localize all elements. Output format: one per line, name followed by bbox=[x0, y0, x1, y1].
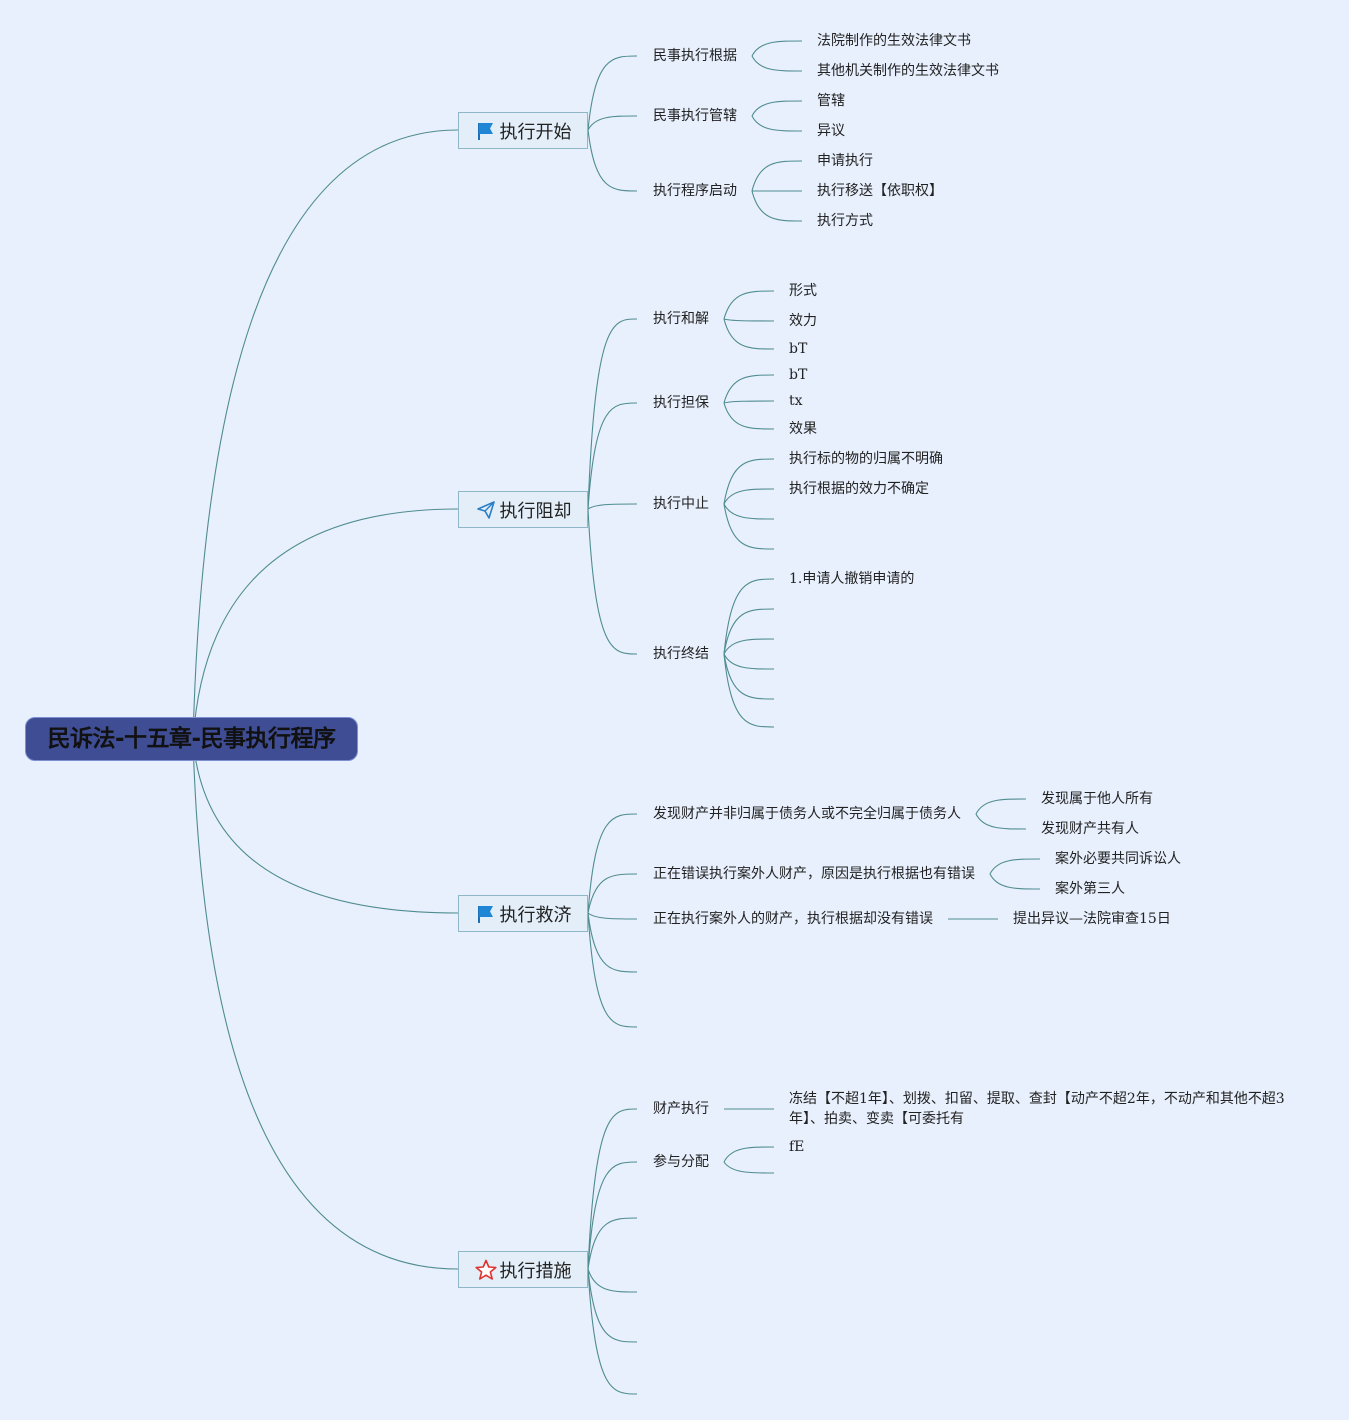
subtopic[interactable]: 1.申请人撤销申请的 bbox=[789, 571, 915, 587]
subtopic-connector bbox=[723, 608, 775, 655]
subtopic[interactable]: 形式 bbox=[789, 283, 817, 299]
subtopic-connector bbox=[751, 160, 803, 192]
subtopic[interactable]: 冻结【不超1年】、划拨、扣留、提取、查封【动产不超2年，不动产和其他不超3年】、… bbox=[789, 1091, 1285, 1127]
branch-execution-remedy[interactable]: 执行救济 bbox=[458, 895, 588, 932]
branch-label: 执行救济 bbox=[499, 904, 572, 926]
branch-execution-obstruction[interactable]: 执行阻却 bbox=[458, 491, 588, 528]
subtopic-connector bbox=[723, 400, 775, 404]
subtopic[interactable]: 提出异议—法院审查15日 bbox=[1013, 911, 1171, 927]
subtopic[interactable]: 管辖 bbox=[817, 93, 845, 109]
topic-settlement[interactable]: 执行和解 bbox=[653, 311, 709, 327]
topic-connector bbox=[587, 1217, 638, 1270]
paper-plane-icon bbox=[475, 499, 497, 521]
subtopic[interactable]: 效力 bbox=[789, 313, 817, 329]
subtopic[interactable]: 发现属于他人所有 bbox=[1041, 791, 1153, 807]
subtopic-connector bbox=[751, 55, 803, 72]
subtopic[interactable]: 发现财产共有人 bbox=[1041, 821, 1139, 837]
topic-connector bbox=[587, 912, 638, 920]
subtopic-connector bbox=[723, 318, 775, 350]
subtopic[interactable]: 案外必要共同诉讼人 bbox=[1055, 851, 1181, 867]
subtopic-connector bbox=[989, 873, 1041, 890]
topic-connector bbox=[587, 1268, 638, 1395]
subtopic[interactable]: 执行方式 bbox=[817, 213, 873, 229]
subtopic-connector bbox=[723, 653, 775, 728]
subtopic-connector bbox=[723, 1146, 775, 1163]
star-icon bbox=[474, 1259, 497, 1281]
subtopic[interactable]: 执行根据的效力不确定 bbox=[789, 481, 929, 497]
topic-connector bbox=[587, 55, 638, 131]
subtopic-connector bbox=[751, 190, 803, 222]
topic-wrongful-no-error[interactable]: 正在执行案外人的财产，执行根据却没有错误 bbox=[653, 911, 933, 927]
subtopic-connector bbox=[975, 798, 1027, 815]
subtopic-connector bbox=[723, 402, 775, 430]
subtopic-connector bbox=[723, 1161, 775, 1174]
branch-label: 执行措施 bbox=[499, 1260, 572, 1282]
topic-connector bbox=[587, 503, 638, 510]
subtopic-connector bbox=[975, 813, 1027, 830]
subtopic-connector bbox=[723, 578, 775, 655]
flag-icon bbox=[475, 120, 497, 142]
topic-property-execution[interactable]: 财产执行 bbox=[653, 1101, 709, 1117]
branch-execution-start[interactable]: 执行开始 bbox=[458, 112, 588, 149]
topic-connector bbox=[587, 115, 638, 131]
topic-connector bbox=[587, 1161, 638, 1270]
branch-connector bbox=[192, 739, 459, 1270]
branch-connector bbox=[192, 739, 459, 914]
topic-connector bbox=[587, 1268, 638, 1293]
subtopic[interactable]: 其他机关制作的生效法律文书 bbox=[817, 63, 999, 79]
subtopic-connector bbox=[723, 458, 775, 505]
subtopic[interactable]: 申请执行 bbox=[817, 153, 873, 169]
subtopic[interactable]: 案外第三人 bbox=[1055, 881, 1125, 897]
topic-suspension[interactable]: 执行中止 bbox=[653, 496, 709, 512]
branch-connector bbox=[192, 508, 459, 741]
subtopic[interactable]: 执行标的物的归属不明确 bbox=[789, 451, 943, 467]
subtopic[interactable]: 法院制作的生效法律文书 bbox=[817, 33, 971, 49]
subtopic-connector bbox=[751, 100, 803, 117]
subtopic-connector bbox=[723, 488, 775, 505]
topic-guarantee[interactable]: 执行担保 bbox=[653, 395, 709, 411]
topic-termination[interactable]: 执行终结 bbox=[653, 646, 709, 662]
central-topic[interactable]: 民诉法-十五章-民事执行程序 bbox=[25, 717, 358, 761]
topic-connector bbox=[587, 318, 638, 510]
subtopic[interactable]: 效果 bbox=[789, 421, 817, 437]
topic-connector bbox=[587, 912, 638, 973]
topic-connector bbox=[587, 508, 638, 655]
topic-enforcement-jurisdiction[interactable]: 民事执行管辖 bbox=[653, 108, 737, 124]
subtopic-connector bbox=[723, 653, 775, 670]
topic-connector bbox=[587, 912, 638, 1028]
subtopic-connector bbox=[751, 115, 803, 132]
topic-connector bbox=[587, 1268, 638, 1343]
subtopic[interactable]: 异议 bbox=[817, 123, 845, 139]
topic-property-not-debtor[interactable]: 发现财产并非归属于债务人或不完全归属于债务人 bbox=[653, 806, 961, 822]
branch-execution-measures[interactable]: 执行措施 bbox=[458, 1251, 588, 1288]
topic-connector bbox=[587, 1108, 638, 1270]
subtopic[interactable]: tx bbox=[789, 393, 803, 409]
subtopic-connector bbox=[723, 503, 775, 550]
subtopic[interactable]: bT bbox=[789, 367, 808, 383]
subtopic-connector bbox=[723, 638, 775, 655]
branch-label: 执行阻却 bbox=[499, 500, 572, 522]
branch-connector bbox=[192, 129, 459, 741]
topic-connector bbox=[587, 873, 638, 914]
subtopic[interactable]: bT bbox=[789, 341, 808, 357]
subtopic-connector bbox=[751, 40, 803, 57]
subtopic[interactable]: 执行移送【依职权】 bbox=[817, 183, 943, 199]
subtopic-connector bbox=[723, 318, 775, 322]
subtopic-connector bbox=[723, 290, 775, 320]
subtopic-connector bbox=[723, 653, 775, 700]
branch-label: 执行开始 bbox=[499, 121, 572, 143]
topic-wrongful-with-error[interactable]: 正在错误执行案外人财产，原因是执行根据也有错误 bbox=[653, 866, 975, 882]
topic-connector bbox=[587, 813, 638, 914]
subtopic[interactable]: fE bbox=[789, 1139, 805, 1155]
topic-enforcement-start[interactable]: 执行程序启动 bbox=[653, 183, 737, 199]
flag-icon bbox=[475, 903, 497, 925]
topic-participation-distribution[interactable]: 参与分配 bbox=[653, 1154, 709, 1170]
topic-enforcement-basis[interactable]: 民事执行根据 bbox=[653, 48, 737, 64]
subtopic-connector bbox=[989, 858, 1041, 875]
subtopic-connector bbox=[723, 374, 775, 404]
topic-connector bbox=[587, 402, 638, 510]
subtopic-connector bbox=[723, 503, 775, 520]
topic-connector bbox=[587, 129, 638, 192]
